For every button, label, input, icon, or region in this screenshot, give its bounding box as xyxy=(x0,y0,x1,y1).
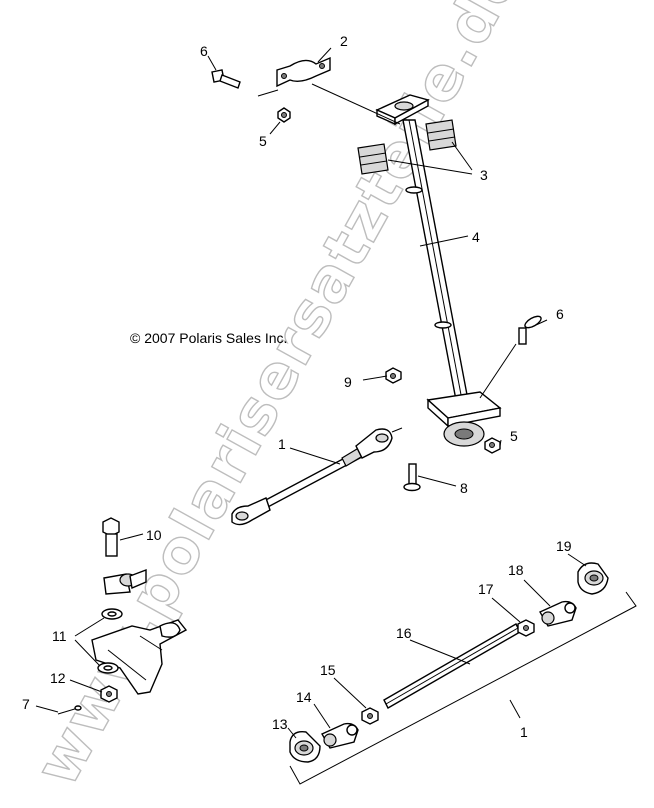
callout-4: 4 xyxy=(472,229,480,245)
callout-2: 2 xyxy=(340,33,348,49)
nut-12 xyxy=(100,685,118,703)
washer-lower xyxy=(97,662,119,674)
washer-upper xyxy=(101,608,123,620)
bushing-left xyxy=(357,143,389,175)
nut-9 xyxy=(385,367,402,384)
callout-6-upper: 6 xyxy=(200,43,208,59)
jam-nut-17 xyxy=(517,619,535,637)
leader-lines xyxy=(35,47,587,739)
callout-9: 9 xyxy=(344,374,352,390)
callout-18: 18 xyxy=(508,562,524,578)
spacer-block xyxy=(103,568,147,595)
callout-3: 3 xyxy=(480,167,488,183)
bolt-8 xyxy=(403,463,421,492)
tie-rod-upper xyxy=(231,428,393,526)
assembly-bracket xyxy=(289,591,637,785)
callout-15: 15 xyxy=(320,662,336,678)
nut-lower xyxy=(484,437,501,454)
bolt-upper xyxy=(211,69,241,89)
callout-8: 8 xyxy=(460,480,468,496)
callout-14: 14 xyxy=(296,689,312,705)
bushing-right xyxy=(425,119,457,151)
callout-5-upper: 5 xyxy=(259,133,267,149)
bolt-10 xyxy=(102,517,120,557)
rod-end-18 xyxy=(539,600,577,627)
callout-11: 11 xyxy=(52,628,67,644)
nut-upper xyxy=(277,107,291,123)
cotter-pin xyxy=(57,705,82,715)
clamp-bracket xyxy=(276,56,331,88)
callout-17: 17 xyxy=(478,581,494,597)
callout-19: 19 xyxy=(556,538,572,554)
callout-labels: 2 6 5 3 4 6 9 5 1 8 10 19 18 17 16 11 15… xyxy=(22,33,572,740)
callout-1-lower: 1 xyxy=(520,724,528,740)
callout-6-right: 6 xyxy=(556,306,564,322)
steering-arm xyxy=(91,619,188,695)
copyright-text: © 2007 Polaris Sales Inc. xyxy=(130,330,287,346)
rod-end-19 xyxy=(577,562,609,595)
callout-12: 12 xyxy=(50,670,66,686)
callout-10: 10 xyxy=(146,527,162,543)
callout-5-lower: 5 xyxy=(510,428,518,444)
callout-1-upper: 1 xyxy=(278,436,286,452)
jam-nut-15 xyxy=(361,707,379,725)
bolt-right xyxy=(518,315,542,345)
callout-16: 16 xyxy=(396,625,412,641)
steering-post xyxy=(375,94,502,447)
rod-end-14 xyxy=(321,722,359,749)
callout-13: 13 xyxy=(272,716,288,732)
rod-end-13 xyxy=(289,731,321,763)
callout-7: 7 xyxy=(22,696,30,712)
